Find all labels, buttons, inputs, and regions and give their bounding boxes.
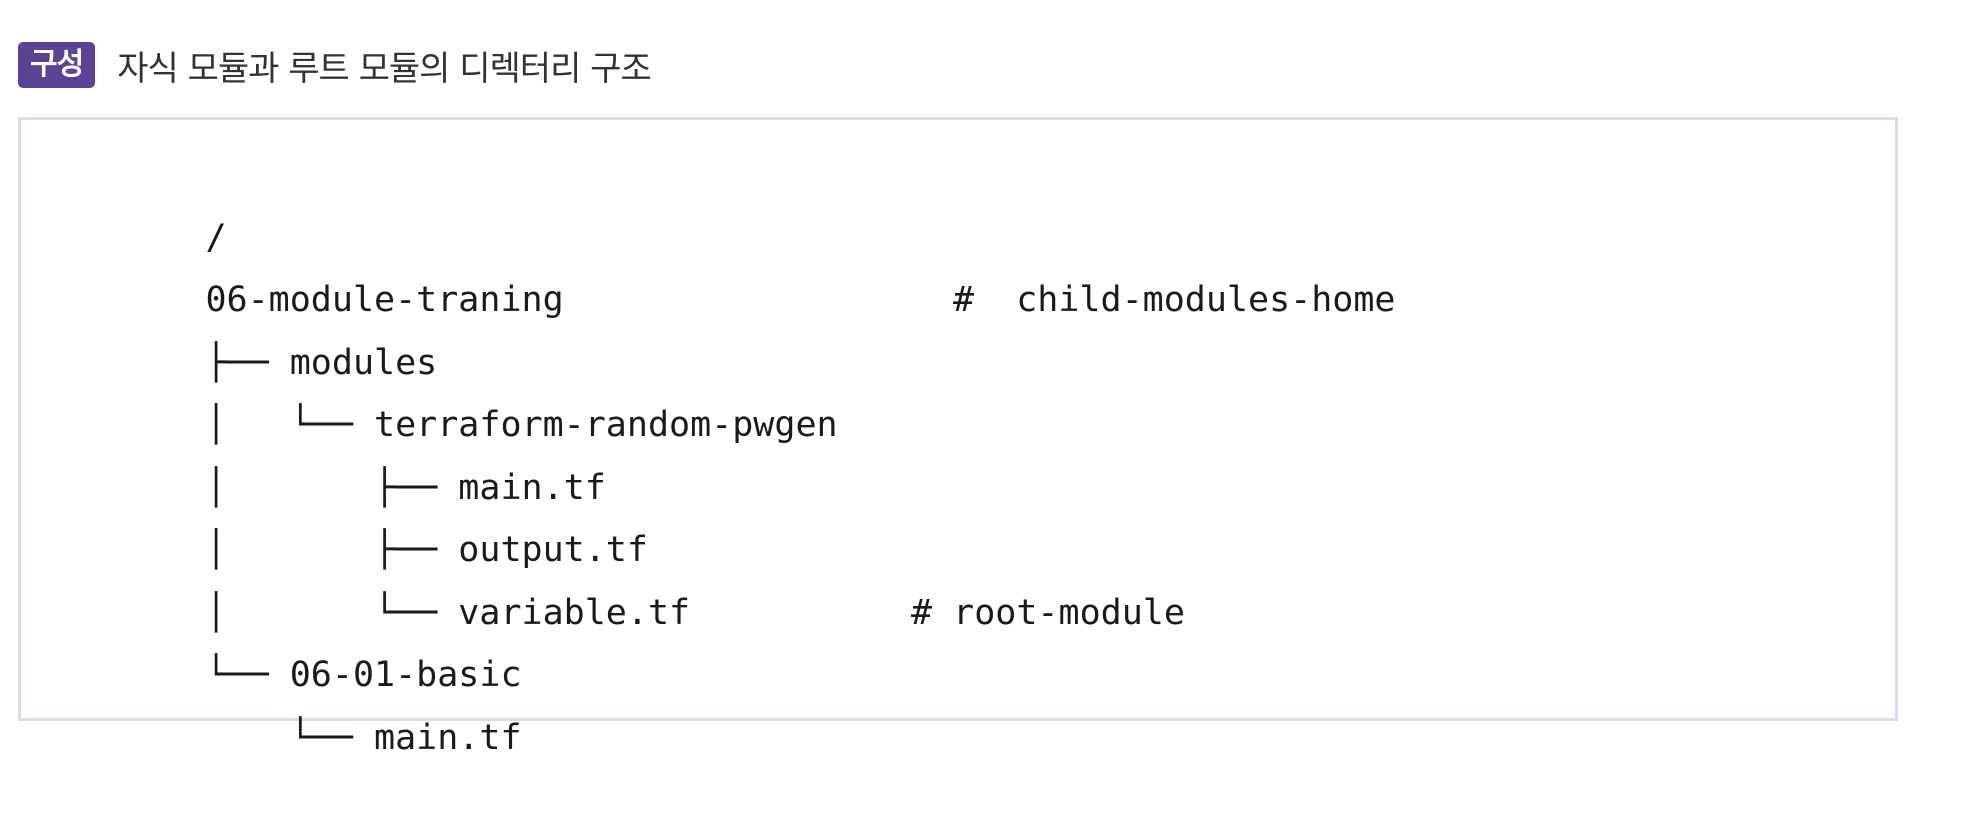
directory-tree-box: / 06-module-traning ├── modules # child-… (18, 117, 1898, 758)
directory-tree: / 06-module-traning ├── modules # child-… (79, 144, 1395, 758)
tree-line-basic-main-tf: └── main.tf (79, 644, 838, 758)
tree-line-text: │ └── terraform-random-pwgen (205, 405, 838, 445)
figure-caption: 구성 자식 모듈과 루트 모듈의 디렉터리 구조 (18, 40, 652, 90)
tree-line-modules: ├── modules # child-modules-home (79, 269, 1395, 383)
tree-line-root: / (79, 144, 838, 258)
tree-comment-child-modules: # child-modules-home (953, 280, 1396, 320)
tree-line-variable-tf: │ └── variable.tf (79, 519, 838, 633)
tree-line-text: └── 06-01-basic (205, 655, 522, 695)
tree-line-pwgen: │ └── terraform-random-pwgen (79, 332, 837, 445)
tree-line-text: │ ├── output.tf (205, 530, 648, 570)
tree-line-output-tf: │ ├── output.tf (79, 457, 838, 570)
tree-line-text: 06-module-traning (205, 280, 564, 320)
caption-title: 자식 모듈과 루트 모듈의 디렉터리 구조 (117, 48, 652, 89)
tree-comment-root-module: # root-module (911, 592, 1185, 633)
tree-line-text: ├── modules (205, 342, 438, 383)
tree-line-project: 06-module-traning (79, 207, 838, 320)
tree-line-text: │ └── variable.tf (205, 592, 691, 633)
tree-line-text: │ ├── main.tf (205, 467, 606, 508)
tree-line-text: / (205, 217, 227, 258)
tree-line-basic: └── 06-01-basic # root-module (79, 582, 1185, 696)
tree-line-main-tf: │ ├── main.tf (79, 394, 838, 508)
tree-line-text: └── main.tf (205, 717, 522, 758)
caption-badge: 구성 (18, 42, 96, 88)
